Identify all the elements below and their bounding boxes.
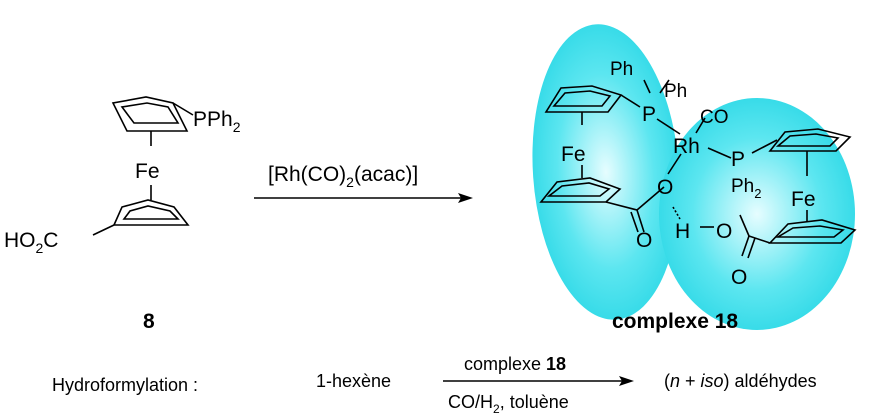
reactant-ferrocene [92, 96, 194, 236]
reaction-arrowhead [458, 193, 473, 203]
product-fe-left: Fe [561, 143, 586, 166]
hydroformylation-arrowhead [619, 376, 634, 386]
product-p-left: P [642, 103, 656, 126]
reactant-fe-label: Fe [135, 160, 160, 183]
highlight-left-ferrocene [532, 24, 680, 320]
hydroformylation-condition-bottom: CO/H2, toluène [448, 392, 569, 416]
hydroformylation-condition-top: complexe 18 [464, 354, 566, 374]
product-h: H [675, 220, 690, 243]
product-o-bridge: O [657, 176, 673, 199]
reactant-pph2-label: PPh2 [193, 108, 241, 135]
product-p-right: P [731, 148, 745, 171]
product-ph-top-right: Ph [664, 81, 687, 102]
reagent-label: [Rh(CO)2(acac)] [268, 163, 418, 190]
highlight-right-ferrocene [659, 98, 855, 330]
reactant-acid-label: HO2C [4, 229, 58, 256]
product-co: CO [700, 107, 729, 128]
hydroformylation-substrate: 1-hexène [316, 371, 391, 391]
hydroformylation-title: Hydroformylation : [52, 375, 198, 395]
reactant-number: 8 [143, 310, 155, 333]
product-rh: Rh [673, 135, 700, 158]
product-o-carbonyl-right: O [731, 266, 747, 289]
product-ph-top-left: Ph [610, 59, 633, 80]
product-fe-right: Fe [791, 188, 816, 211]
product-ph2-right: Ph2 [731, 176, 761, 201]
product-structure [539, 79, 857, 259]
product-label: complexe 18 [612, 310, 738, 333]
product-o-carbonyl-left: O [636, 229, 652, 252]
hydroformylation-products: (n + iso) aldéhydes [664, 371, 817, 391]
product-o-acid-right: O [716, 220, 732, 243]
